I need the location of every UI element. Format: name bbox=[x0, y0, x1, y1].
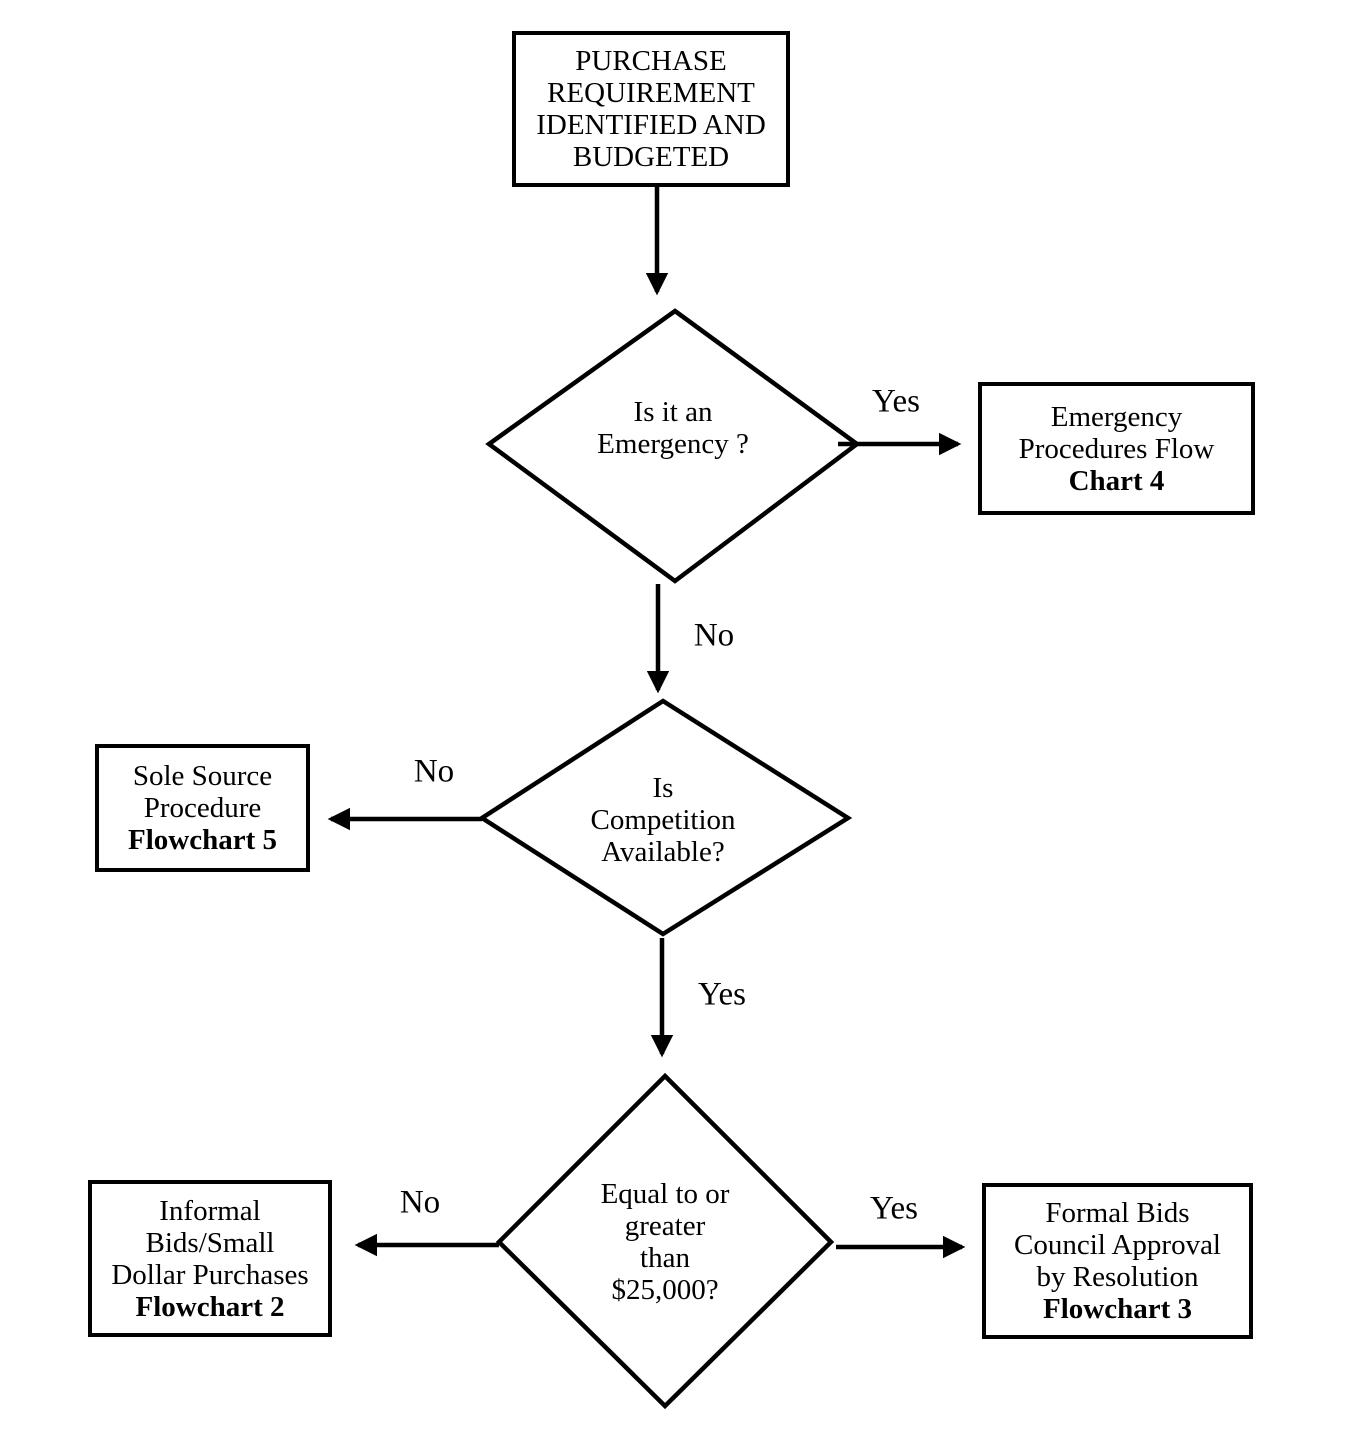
node-text-line: Sole Source bbox=[132, 760, 273, 792]
node-text-line: Procedure bbox=[143, 792, 262, 824]
node-text-line-bold: Flowchart 3 bbox=[1043, 1293, 1192, 1325]
node-text-line: $25,000? bbox=[611, 1274, 719, 1306]
edge-label-emergency-yes: Yes bbox=[871, 383, 921, 420]
diamond-threshold-25000 bbox=[495, 1072, 835, 1410]
edge-label-competition-yes: Yes bbox=[697, 976, 747, 1013]
diamond-text-is-emergency: Is it an Emergency ? bbox=[543, 396, 803, 460]
node-text-line: Competition bbox=[590, 804, 736, 836]
node-text-line: Available? bbox=[601, 836, 725, 868]
node-text-line-bold: Flowchart 2 bbox=[135, 1290, 285, 1323]
node-text-line: Equal to or bbox=[600, 1178, 730, 1210]
edge-label-emergency-no: No bbox=[693, 617, 735, 654]
node-text-line: IDENTIFIED AND bbox=[536, 109, 766, 141]
node-start: PURCHASE REQUIREMENT IDENTIFIED AND BUDG… bbox=[512, 31, 790, 187]
node-text-line: Is it an bbox=[633, 396, 713, 428]
node-text-line: Emergency ? bbox=[597, 428, 749, 460]
diamond-text-threshold-25000: Equal to or greater than $25,000? bbox=[535, 1178, 795, 1306]
node-text-line: Procedures Flow bbox=[1018, 432, 1215, 465]
node-text-line: Informal bbox=[159, 1194, 261, 1227]
node-text-line: Dollar Purchases bbox=[111, 1258, 309, 1291]
node-text-line: REQUIREMENT bbox=[547, 77, 755, 109]
node-emergency-procedures: Emergency Procedures Flow Chart 4 bbox=[978, 382, 1255, 515]
node-text-line: by Resolution bbox=[1036, 1261, 1199, 1293]
edge-label-competition-no: No bbox=[413, 753, 455, 790]
node-text-line-bold: Flowchart 5 bbox=[128, 824, 277, 856]
node-text-line: PURCHASE bbox=[575, 45, 727, 77]
node-text-line: Formal Bids bbox=[1045, 1197, 1190, 1229]
node-text-line: Council Approval bbox=[1013, 1229, 1221, 1261]
node-formal-bids: Formal Bids Council Approval by Resoluti… bbox=[982, 1183, 1253, 1339]
node-informal-bids: Informal Bids/Small Dollar Purchases Flo… bbox=[88, 1180, 332, 1337]
node-sole-source: Sole Source Procedure Flowchart 5 bbox=[95, 744, 310, 872]
node-text-line-bold: Chart 4 bbox=[1068, 464, 1165, 497]
diamond-text-is-competition-available: Is Competition Available? bbox=[533, 772, 793, 868]
edge-label-threshold-no: No bbox=[399, 1184, 441, 1221]
edge-label-threshold-yes: Yes bbox=[869, 1190, 919, 1227]
node-text-line: Bids/Small bbox=[145, 1226, 275, 1259]
diamond-is-emergency bbox=[485, 308, 861, 584]
node-text-line: BUDGETED bbox=[572, 141, 730, 173]
node-text-line: greater bbox=[624, 1210, 706, 1242]
node-text-line: Is bbox=[652, 772, 674, 804]
diamond-is-competition-available bbox=[477, 698, 853, 937]
node-text-line: than bbox=[640, 1242, 690, 1274]
node-text-line: Emergency bbox=[1050, 400, 1183, 433]
